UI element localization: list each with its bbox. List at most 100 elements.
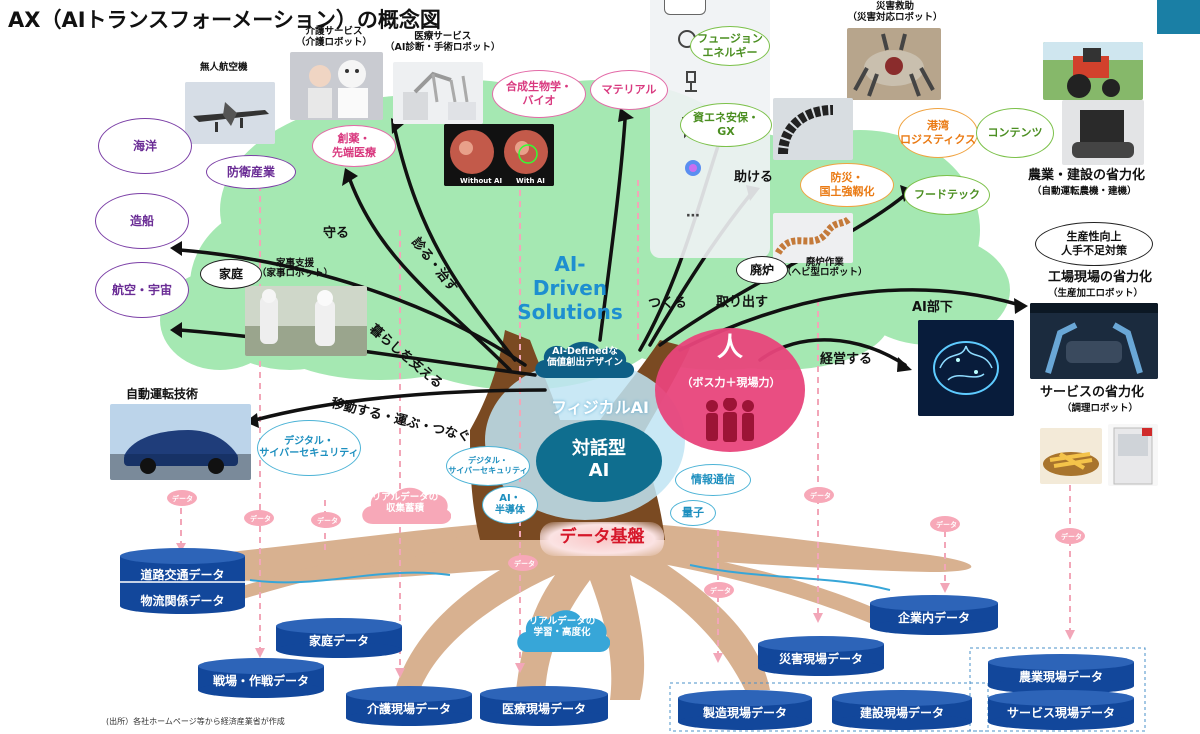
- oval-ocean: 海洋: [98, 118, 192, 174]
- db-care: 介護現場データ: [346, 686, 472, 726]
- oval-defense: 防衛産業: [206, 155, 296, 189]
- label-help: 助ける: [734, 170, 774, 185]
- copy-icon[interactable]: [664, 0, 706, 15]
- tree-roots: [183, 520, 972, 700]
- db-agriculture: 農業現場データ: [988, 654, 1134, 694]
- conversational-ai: 対話型 AI: [572, 438, 626, 481]
- human-title: 人: [716, 333, 743, 363]
- construction-machine-photo: [1062, 100, 1144, 165]
- data-tag-5-text: データ: [710, 587, 731, 595]
- oval-foodtech: フードテック: [904, 175, 990, 215]
- real-learn-cloud: [517, 610, 610, 652]
- oval-household: 家庭: [200, 259, 262, 289]
- db-manufacturing-text: 製造現場データ: [702, 706, 787, 720]
- fries-photo: [1040, 428, 1102, 484]
- ai-defined-cloud: [535, 341, 635, 378]
- db-logistics-text: 物流関係データ: [140, 594, 225, 608]
- oval-decommissioning: 廃炉: [736, 256, 788, 284]
- ai-brain-photo: [918, 320, 1014, 416]
- data-tag-4: [508, 555, 538, 571]
- oval-ict: 情報通信: [675, 464, 751, 496]
- data-tag-1: [167, 490, 197, 506]
- db-battlefield-text: 戦場・作戦データ: [212, 674, 309, 688]
- db-construction-text: 建設現場データ: [859, 706, 944, 720]
- cooking-robot-photo: [1108, 424, 1158, 486]
- db-road-logistics: 道路交通データ 物流関係データ: [120, 548, 245, 614]
- agri-construction-sub: （自動運転農機・建機）: [1032, 186, 1137, 197]
- oval-material: マテリアル: [590, 70, 668, 110]
- db-agriculture-text: 農業現場データ: [1018, 670, 1103, 684]
- care-service-label: 介護サービス （介護ロボット）: [296, 26, 373, 48]
- oval-contents: コンテンツ: [976, 108, 1054, 158]
- with-ai-label: With AI: [516, 177, 545, 185]
- data-tag-3: [311, 512, 341, 528]
- db-construction: 建設現場データ: [832, 690, 972, 730]
- db-manufacturing: 製造現場データ: [678, 690, 812, 730]
- data-tag-2-text: データ: [250, 515, 271, 523]
- db-service: サービス現場データ: [988, 690, 1134, 730]
- label-make: つくる: [648, 296, 687, 311]
- snake-robot-photo-1: [773, 98, 853, 160]
- lamp-icon[interactable]: [680, 70, 702, 94]
- surgical-robot-photo: [393, 62, 483, 124]
- data-foundation: データ基盤: [559, 527, 645, 547]
- db-battlefield: 戦場・作戦データ: [198, 658, 324, 698]
- ai-driven-solutions: AI- Driven Solutions: [517, 252, 623, 324]
- agri-construction-label: 農業・建設の省力化: [1028, 168, 1146, 183]
- service-sub: （調理ロボット）: [1062, 403, 1139, 414]
- decommission-work-label: 廃炉作業 （ヘビ型ロボット）: [782, 257, 868, 279]
- physical-ai: フィジカルAI: [550, 398, 650, 417]
- oval-ai-semiconductor: AI・ 半導体: [482, 486, 538, 524]
- snake-robot-photo-2: [773, 213, 853, 263]
- disaster-robot-photo: [847, 28, 941, 100]
- label-manage: 経営する: [820, 352, 873, 367]
- autonomous-driving-label: 自動運転技術: [126, 387, 199, 401]
- oval-aerospace: 航空・宇宙: [95, 262, 189, 318]
- conversational-ai-bubble: [536, 420, 662, 502]
- label-protect: 守る: [323, 226, 350, 241]
- factory-label: 工場現場の省力化: [1048, 270, 1153, 285]
- data-tag-4-text: データ: [514, 560, 535, 568]
- data-tag-7-text: データ: [936, 521, 957, 529]
- data-tag-7: [930, 516, 960, 532]
- oval-energy-security: 資エネ安保・ GX: [680, 103, 772, 147]
- copilot-icon[interactable]: [683, 158, 703, 178]
- corner-accent: [1157, 0, 1200, 34]
- db-household: 家庭データ: [276, 618, 402, 658]
- data-tag-8: [1055, 528, 1085, 544]
- db-disaster-text: 災害現場データ: [778, 652, 863, 666]
- db-medical-text: 医療現場データ: [501, 702, 586, 716]
- factory-sub: （生産加工ロボット）: [1048, 288, 1144, 299]
- oval-quantum: 量子: [670, 500, 716, 526]
- real-data-cloud: [362, 487, 451, 524]
- db-enterprise: 企業内データ: [870, 595, 998, 635]
- tractor-photo: [1043, 42, 1143, 100]
- page-title: AX（AIトランスフォーメーション）の概念図: [8, 8, 441, 32]
- data-tag-2: [244, 510, 274, 526]
- db-road-text: 道路交通データ: [140, 568, 225, 582]
- oval-productivity: 生産性向上 人手不足対策: [1035, 222, 1153, 266]
- db-care-text: 介護現場データ: [366, 702, 451, 716]
- label-ai-subordinate: AI部下: [912, 300, 953, 315]
- data-tag-1-text: データ: [172, 495, 193, 503]
- db-disaster: 災害現場データ: [758, 636, 884, 676]
- medical-service-label: 医療サービス （AI診断・手術ロボット）: [385, 31, 501, 53]
- service-label: サービスの省力化: [1040, 385, 1145, 400]
- data-foundation-glow: [540, 522, 664, 556]
- db-enterprise-text: 企業内データ: [897, 611, 970, 625]
- oval-port-logistics: 港湾 ロジスティクス: [898, 108, 978, 158]
- db-household-text: 家庭データ: [308, 634, 369, 648]
- human-subtitle: （ボス力＋現場力）: [681, 376, 781, 389]
- factory-robot-photo: [1030, 303, 1158, 379]
- oval-shipbuilding: 造船: [95, 193, 189, 249]
- without-ai-label: Without AI: [460, 177, 503, 185]
- real-learn-text: リアルデータの 学習・高度化: [528, 616, 596, 639]
- oval-disaster-prevention: 防災・ 国土強靱化: [800, 163, 894, 207]
- home-robot-photo: [245, 286, 367, 356]
- care-robot-photo: [290, 52, 383, 120]
- data-tag-6: [804, 487, 834, 503]
- more-icon[interactable]: ⋯: [686, 208, 700, 224]
- source-credit: (出所）各社ホームページ等から経済産業省が作成: [106, 717, 285, 726]
- ai-defined-text: AI-Definedな 価値創出デザイン: [546, 346, 623, 369]
